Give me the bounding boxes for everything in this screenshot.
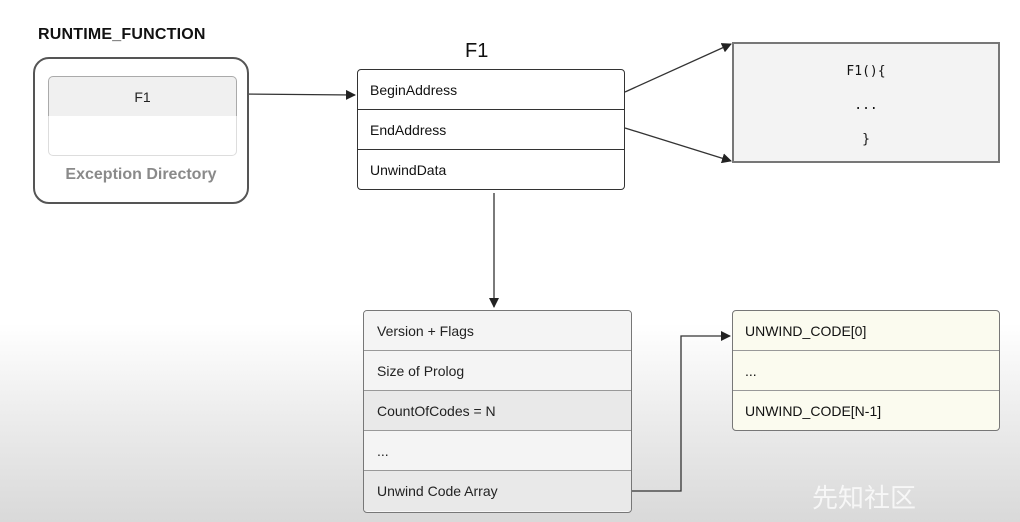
unwind-code-last: UNWIND_CODE[N-1] [745,403,882,419]
exception-directory-label: Exception Directory [65,166,217,183]
f1-struct-title: F1 [465,40,489,62]
arrow-exdir-to-f1 [236,89,356,100]
f1-row-end-address: EndAddress [358,110,624,150]
unwind-row-size-of-prolog: Size of Prolog [364,351,631,391]
code-line-close: } [862,132,870,147]
unwind-row-code-array: Unwind Code Array [364,471,631,511]
unwind-code-ellipsis: ... [733,351,999,391]
arrow-begin-to-code [624,43,732,93]
arrow-array-to-codes [632,331,731,492]
unwind-codes-struct: UNWIND_CODE[0] ... UNWIND_CODE[N-1] [732,310,1000,431]
watermark-logo: 先知社区 [812,484,917,514]
code-line-signature: F1(){ [846,64,886,79]
runtime-function-title: RUNTIME_FUNCTION [38,26,206,43]
unwind-row-count-of-codes: CountOfCodes = N [364,391,631,431]
exception-directory-entry-f1: F1 [48,76,237,116]
code-line-body: ... [854,98,878,113]
unwind-row-ellipsis: ... [364,431,631,471]
unwind-info-struct: Version + Flags Size of Prolog CountOfCo… [363,310,632,513]
unwind-code-first: UNWIND_CODE[0] [733,311,999,351]
f1-row-unwind-data: UnwindData [370,162,447,178]
function-code-box: F1(){ ... } [732,42,1000,163]
f1-struct: BeginAddress EndAddress UnwindData [357,69,625,190]
f1-row-begin-address: BeginAddress [358,70,624,110]
arrow-end-to-code [624,127,732,164]
exception-directory-empty-entry [48,116,237,156]
unwind-row-version-flags: Version + Flags [364,311,631,351]
